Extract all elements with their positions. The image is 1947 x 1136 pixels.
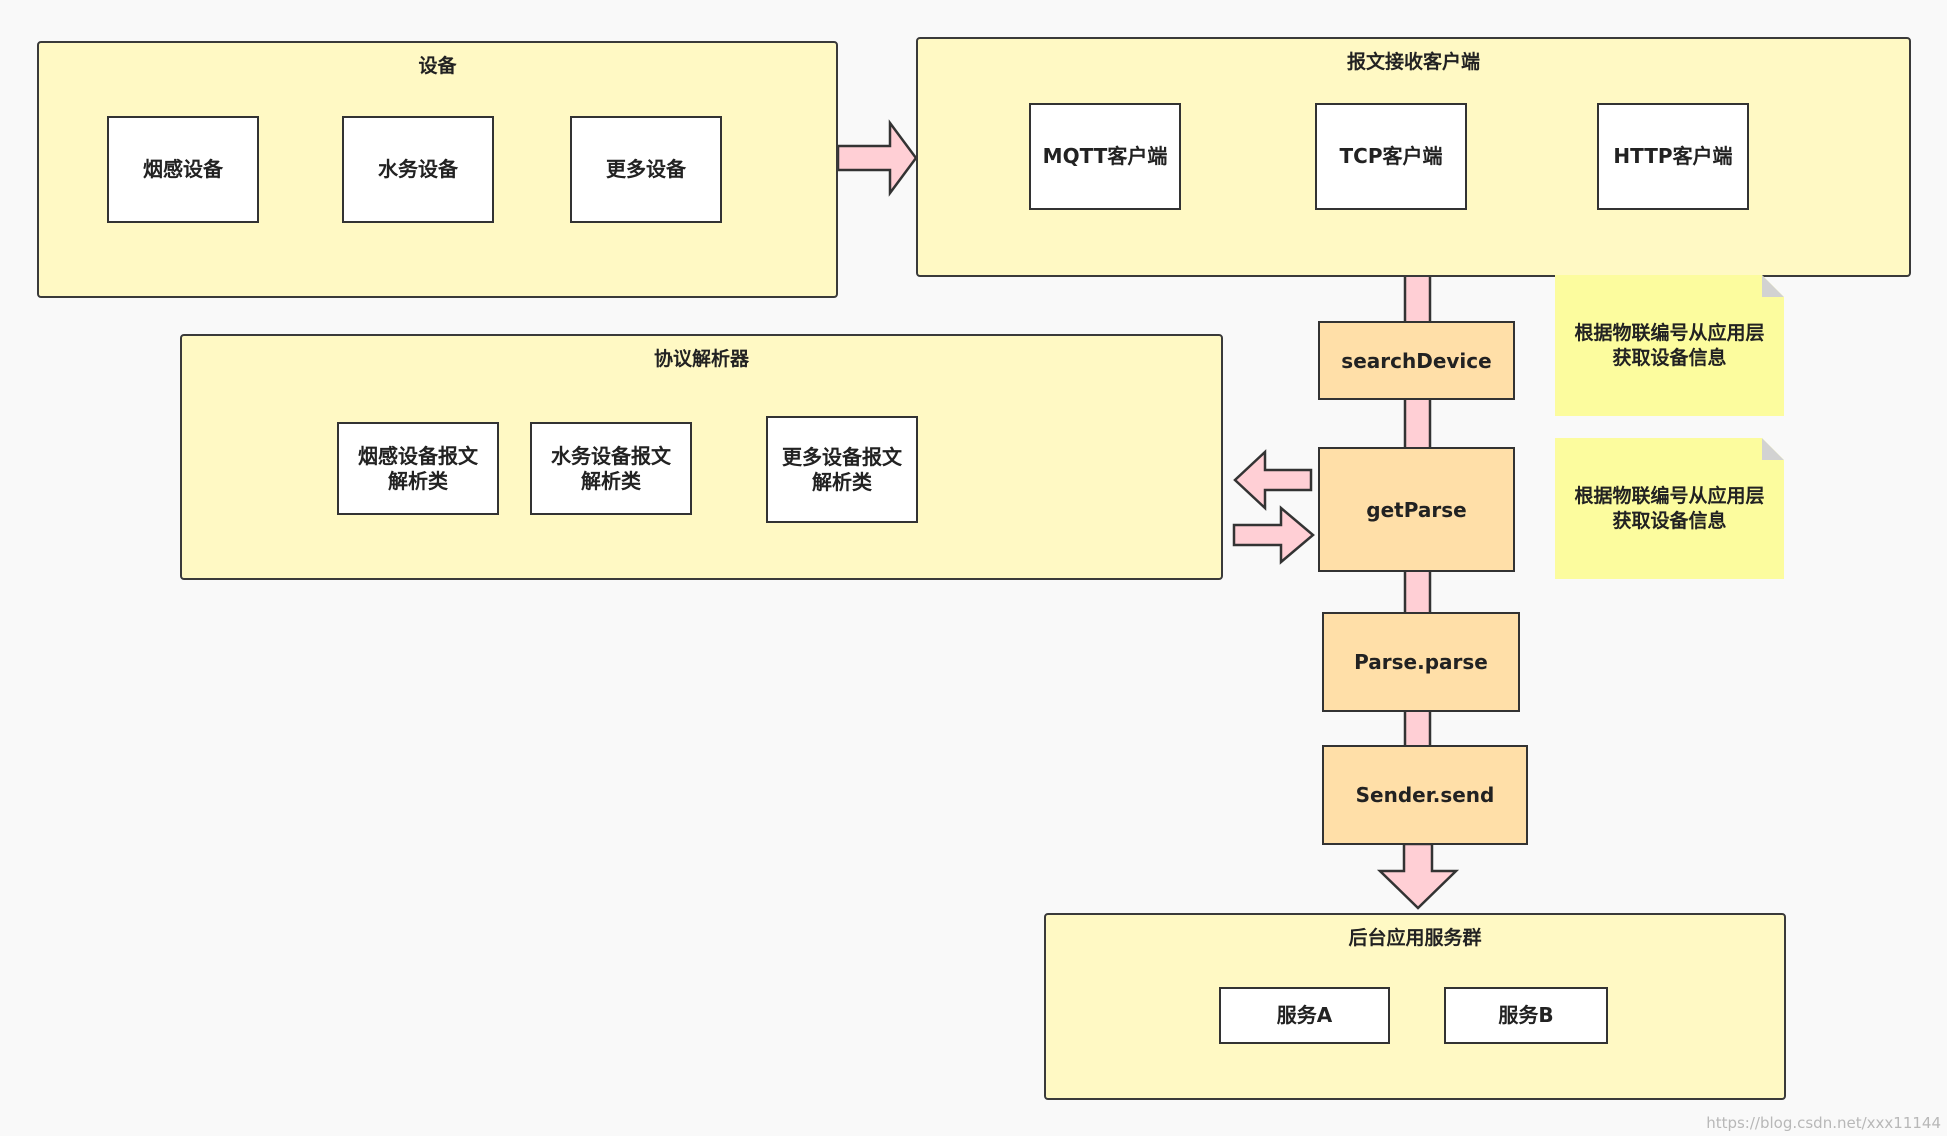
arrow-devices-to-clients [836,119,918,197]
client-group-title: 报文接收客户端 [1346,51,1480,73]
sender-send-step: Sender.send [1322,745,1528,845]
get-parse-step: getParse [1318,447,1515,572]
pipe-client-to-search [1403,273,1432,325]
service-b: 服务B [1444,987,1608,1044]
backend-group-title: 后台应用服务群 [1348,927,1482,949]
more-devices: 更多设备 [570,116,722,223]
http-client: HTTP客户端 [1597,103,1749,210]
pipe-parse-to-sender [1403,708,1432,749]
pipe-getparse-to-parse [1403,568,1432,616]
water-parser: 水务设备报文 解析类 [530,422,692,515]
backend-group: 后台应用服务群 [1044,913,1786,1100]
parse-parse-step: Parse.parse [1322,612,1520,712]
water-device: 水务设备 [342,116,494,223]
smoke-parser: 烟感设备报文 解析类 [337,422,499,515]
arrow-parser-to-getparse [1232,505,1315,565]
note-text: 根据物联编号从应用层 获取设备信息 [1574,321,1765,369]
search-device-step: searchDevice [1318,321,1515,400]
smoke-device: 烟感设备 [107,116,259,223]
pipe-search-to-getparse [1403,396,1432,451]
note-search-device: 根据物联编号从应用层 获取设备信息 [1555,275,1784,416]
parser-group-title: 协议解析器 [653,348,749,370]
arrow-getparse-to-parser [1233,449,1313,511]
device-group-title: 设备 [418,55,457,77]
more-parser: 更多设备报文 解析类 [766,416,918,523]
mqtt-client: MQTT客户端 [1029,103,1181,210]
service-a: 服务A [1219,987,1390,1044]
watermark: https://blog.csdn.net/xxx11144 [1706,1114,1941,1132]
note-text: 根据物联编号从应用层 获取设备信息 [1574,484,1765,532]
tcp-client: TCP客户端 [1315,103,1467,210]
note-get-parse: 根据物联编号从应用层 获取设备信息 [1555,438,1784,579]
arrow-sender-to-backend [1376,842,1460,910]
